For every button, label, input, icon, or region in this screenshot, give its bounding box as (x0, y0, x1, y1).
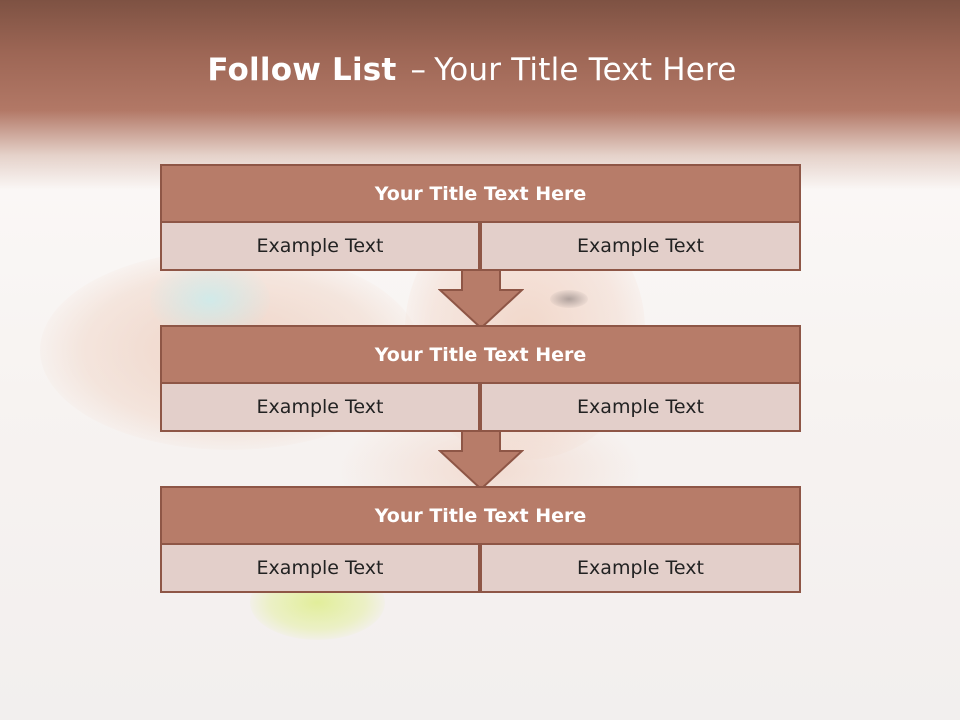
block-title: Your Title Text Here (160, 164, 801, 223)
title-bold-part: Follow List (207, 52, 397, 88)
block-right-cell: Example Text (480, 382, 801, 432)
list-block-3: Your Title Text Here Example Text Exampl… (160, 486, 801, 593)
list-block-2: Your Title Text Here Example Text Exampl… (160, 325, 801, 432)
slide-title: Follow List–Your Title Text Here (0, 52, 944, 88)
block-left-cell: Example Text (160, 382, 480, 432)
block-left-cell: Example Text (160, 221, 480, 271)
title-separator: – (410, 52, 427, 88)
title-rest-part: Your Title Text Here (434, 52, 737, 88)
block-right-cell: Example Text (480, 543, 801, 593)
block-left-cell: Example Text (160, 543, 480, 593)
block-right-cell: Example Text (480, 221, 801, 271)
block-title: Your Title Text Here (160, 325, 801, 384)
down-arrow-icon (438, 430, 524, 491)
baby-eye-shape (550, 290, 588, 308)
title-banner (0, 0, 960, 190)
list-block-1: Your Title Text Here Example Text Exampl… (160, 164, 801, 271)
down-arrow-icon (438, 269, 524, 330)
block-title: Your Title Text Here (160, 486, 801, 545)
